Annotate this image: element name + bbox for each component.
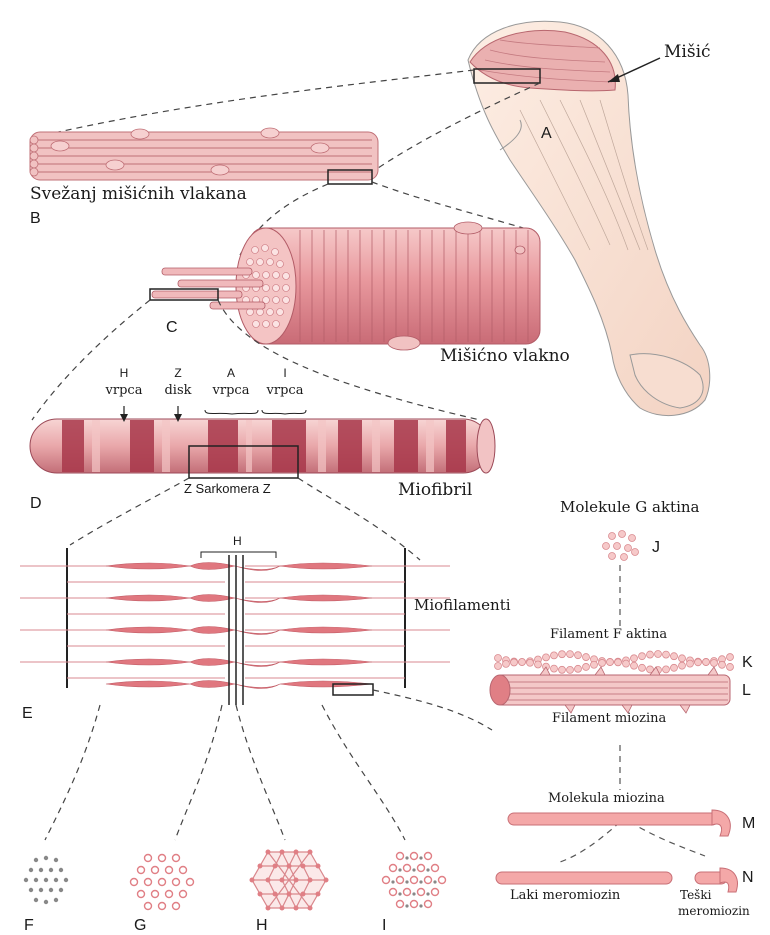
g-actin-bead — [495, 655, 502, 662]
g-actin-bead — [631, 662, 638, 669]
g-actin-bead — [727, 654, 734, 661]
myosin-molecule — [508, 810, 730, 836]
g-actin-bead — [711, 659, 718, 666]
g-actin-bead — [671, 653, 678, 660]
g-actin-bead — [527, 659, 534, 666]
cross-section-h — [250, 850, 329, 911]
label-svezanj: Svežanj mišićnih vlakana — [30, 186, 247, 203]
letter-i: I — [382, 918, 386, 934]
g-actin-bead — [503, 660, 510, 667]
g-actin-bead — [679, 655, 686, 662]
myofibril — [30, 406, 495, 478]
label-misic: Mišić — [664, 44, 711, 61]
g-actin-bead — [551, 665, 558, 672]
g-actin-bead — [535, 661, 542, 668]
g-actin-bead — [607, 659, 614, 666]
g-actin-bead — [623, 660, 630, 667]
letter-a: A — [541, 126, 552, 142]
cross-section-f — [24, 856, 68, 904]
cross-section-g — [131, 855, 194, 910]
g-actin-bead — [575, 652, 582, 659]
label-teski-1: Teški — [680, 889, 711, 901]
g-actin-bead — [583, 663, 590, 670]
g-actin-bead — [567, 666, 574, 673]
g-actin-bead — [719, 661, 726, 668]
g-actin-bead — [575, 665, 582, 672]
cross-section-i — [383, 853, 446, 908]
label-miofibril: Miofibril — [398, 482, 472, 499]
g-actin-bead — [639, 664, 646, 671]
label-filament-miozina: Filament miozina — [552, 712, 666, 725]
label-sarkomera: Z Sarkomera Z — [184, 482, 271, 495]
g-actin-bead — [679, 662, 686, 669]
g-actin-bead — [559, 666, 566, 673]
label-laki-meromiozin: Laki meromiozin — [510, 889, 620, 902]
letter-n: N — [742, 870, 754, 886]
g-actin-bead — [495, 663, 502, 670]
label-h-vrpca-2: vrpca — [104, 384, 144, 397]
light-meromyosin — [496, 872, 672, 884]
g-actin-bead — [543, 654, 550, 661]
letter-b: B — [30, 211, 41, 227]
g-actin-bead — [591, 661, 598, 668]
g-actin-bead — [599, 659, 606, 666]
letter-g: G — [134, 918, 146, 934]
g-actin-bead — [663, 651, 670, 658]
g-actin-bead — [727, 663, 734, 670]
letter-e: E — [22, 706, 33, 722]
label-filament-f: Filament F aktina — [550, 628, 667, 641]
g-actin-bead — [567, 651, 574, 658]
zoom-lines-sections — [45, 690, 492, 840]
g-actin-bead — [519, 659, 526, 666]
label-teski-2: meromiozin — [678, 905, 750, 917]
label-h-bracket: H — [233, 535, 242, 547]
label-z-disk-1: Z — [165, 367, 191, 379]
muscle-fiber-bundle — [30, 128, 378, 184]
label-h-vrpca-1: H — [111, 367, 137, 379]
g-actin-bead — [655, 651, 662, 658]
letter-l: L — [742, 683, 751, 699]
label-misicno-vlakno: Mišićno vlakno — [440, 348, 570, 365]
label-a-vrpca-2: vrpca — [211, 384, 251, 397]
f-actin-filament — [495, 651, 734, 674]
g-actin-bead — [687, 660, 694, 667]
myosin-filament — [490, 667, 730, 713]
label-miofilamenti: Miofilamenti — [414, 598, 511, 613]
g-actin-bead — [551, 652, 558, 659]
g-actin-bead — [511, 659, 518, 666]
g-actin-molecules — [603, 531, 639, 561]
letter-d: D — [30, 496, 42, 512]
muscle-fiber — [150, 222, 540, 350]
letter-j: J — [652, 540, 660, 556]
label-z-disk-2: disk — [160, 384, 196, 397]
g-actin-bead — [559, 651, 566, 658]
g-actin-bead — [639, 653, 646, 660]
sarcomere-detail — [20, 548, 450, 705]
letter-k: K — [742, 655, 753, 671]
letter-f: F — [24, 918, 34, 934]
label-i-vrpca-2: vrpca — [265, 384, 305, 397]
g-actin-bead — [647, 651, 654, 658]
label-molekula-miozina: Molekula miozina — [548, 792, 665, 805]
g-actin-bead — [615, 659, 622, 666]
g-actin-bead — [663, 666, 670, 673]
letter-c: C — [166, 320, 178, 336]
g-actin-bead — [671, 664, 678, 671]
g-actin-bead — [703, 659, 710, 666]
g-actin-bead — [583, 654, 590, 661]
g-actin-bead — [695, 659, 702, 666]
label-i-vrpca-1: I — [272, 367, 298, 379]
letter-h: H — [256, 918, 268, 934]
label-molekule-g: Molekule G aktina — [560, 500, 699, 515]
letter-m: M — [742, 816, 755, 832]
g-actin-bead — [631, 655, 638, 662]
label-a-vrpca-1: A — [218, 367, 244, 379]
